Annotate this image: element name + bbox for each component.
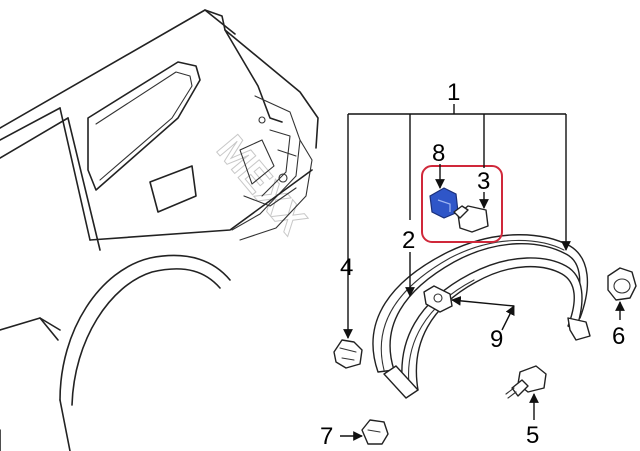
leader-lines	[340, 104, 625, 441]
quarter-panel-illustration	[0, 9, 319, 451]
part-5-bolt	[505, 365, 547, 399]
callout-9: 9	[490, 326, 503, 353]
callout-2: 2	[402, 227, 415, 254]
callout-1: 1	[447, 79, 460, 106]
highlight-box	[421, 165, 503, 243]
callout-6: 6	[612, 323, 625, 350]
callout-4: 4	[340, 254, 353, 281]
callout-7: 7	[320, 423, 333, 450]
part-6-grommet	[607, 267, 637, 301]
callout-5: 5	[526, 422, 539, 449]
fender-flare-part	[372, 234, 591, 399]
part-7-pin	[361, 419, 389, 445]
part-8-clip	[429, 187, 459, 219]
part-3-clip	[453, 205, 489, 233]
part-4-clip	[333, 339, 363, 369]
callout-3: 3	[477, 168, 490, 195]
watermark-text: MEXX	[208, 128, 315, 243]
callout-8: 8	[432, 140, 445, 167]
part-9-nut	[423, 285, 453, 313]
